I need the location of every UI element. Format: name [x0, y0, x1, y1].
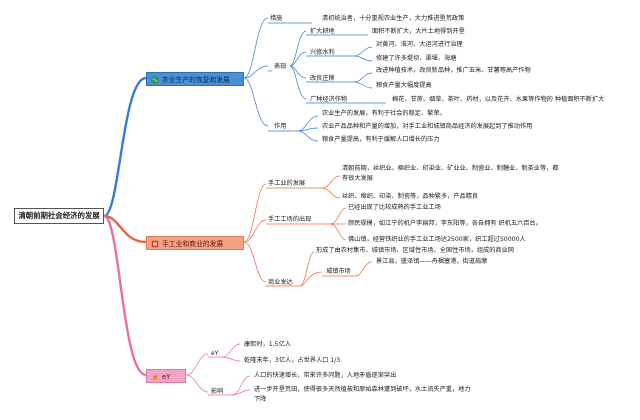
branch-handicraft-label: 手工业和商业的发展: [162, 240, 224, 248]
node-pop-text-2: 乾隆末年，3亿人，占世界人口 1/3: [244, 357, 341, 364]
node-reclaim[interactable]: 扩大耕地: [310, 28, 335, 35]
node-improve-text-2: 粮食产量大幅度提高: [376, 82, 432, 89]
node-performance[interactable]: 表现: [274, 63, 287, 70]
node-effect[interactable]: 作用: [274, 123, 287, 130]
node-effect-text-2: 农业产品品种和产量的增加，对手工业和城镇商品经济的发展起到了推动作用: [322, 123, 533, 130]
node-improve-text-1: 改进种植技术，改良新品种，推广玉米、甘薯等高产作物: [376, 67, 531, 74]
node-commerce-text-1: 形成了由农村集市、城镇市场、区域性市场、全国性市场，组成的商业网: [316, 247, 514, 254]
link-root-agri: [103, 76, 147, 218]
node-workshop[interactable]: 手工工场的出现: [268, 216, 312, 223]
node-pop-label[interactable]: eY: [211, 350, 219, 357]
node-town-market[interactable]: 城镇市场: [326, 268, 351, 275]
node-measures[interactable]: 措施: [270, 15, 283, 22]
node-impact-text-2: 进一步开垦荒田，使得很多天然植被和原始森林遭到破坏，水土流失严重，地力: [254, 386, 471, 393]
branch-population-label: eY: [162, 373, 171, 381]
node-impact-text-2b: 下降: [254, 396, 267, 403]
node-cash-crops[interactable]: 广种经济作物: [310, 96, 348, 103]
node-water-text-1: 对黄河、淮河、大运河进行治理: [376, 41, 463, 48]
node-handicraft-text-2: 丝织、棉织、印染、制瓷等，品种繁多，产品精良: [342, 193, 479, 200]
node-impact-text-1: 人口的快速增长，带来许多问题，人地矛盾逐渐突出: [254, 372, 397, 379]
branch-handicraft[interactable]: 手工业和商业的发展: [146, 236, 244, 250]
node-handicraft-text-1b: 有很大发展: [342, 175, 373, 182]
node-water[interactable]: 兴修水利: [310, 49, 335, 56]
branch-population[interactable]: eY: [146, 369, 186, 383]
flag-icon: [151, 240, 159, 248]
node-workshop-text-1: 已经出现了比较成熟的手工业工场: [348, 204, 441, 211]
fire-icon: [152, 373, 158, 380]
node-impact[interactable]: 影响: [211, 388, 224, 395]
node-reclaim-text: 面积不断扩大，大片土地得到开垦: [372, 28, 465, 35]
node-handicraft-text-1: 清朝前期，丝织业、棉织业、印染业、矿业业、制瓷业、制糖业、制茶业等，都: [342, 165, 559, 172]
branch-agriculture-label: 农业生产的恢复和发展: [162, 76, 230, 84]
node-workshop-text-2: 颜民规模，如江宁的机户李扁邦，李东阳等，各自拥有 织机五六百台。: [348, 220, 542, 227]
node-measures-text: 清初统治者，十分重视农业生产，大力推进垦荒政策: [322, 15, 465, 22]
globe-icon: [151, 76, 159, 84]
node-effect-text-3: 粮食产量提高，有利于缓解人口增长的压力: [322, 136, 440, 143]
root-node[interactable]: 清朝前期社会经济的发展: [14, 208, 104, 224]
link-root-craft: [103, 214, 147, 244]
node-workshop-text-3: 佛山镇，经营铁织业的手工业工场达2500家，织工超过50000人: [348, 236, 526, 243]
node-effect-text-1: 农业生产的发展，有利于社会的稳定、繁荣。: [322, 110, 446, 117]
node-water-text-2: 修建了许多堤坝、渠堰、海塘: [376, 55, 457, 62]
node-cash-crops-text: 棉花、甘蔗、烟草、茶叶、药材，以及花卉、水果等作物的 种植面积不断扩大: [392, 96, 605, 103]
node-pop-text-1: 康熙时，1.5亿人: [244, 341, 291, 348]
node-town-market-text: 景江县，盛泽镇——舟楫塞港，街道肩摩: [376, 258, 488, 265]
node-commerce[interactable]: 商业发达: [268, 279, 293, 286]
link-root-pop: [103, 214, 147, 377]
node-handicraft[interactable]: 手工业的发展: [268, 180, 306, 187]
branch-agriculture[interactable]: 农业生产的恢复和发展: [146, 72, 244, 86]
node-improve[interactable]: 改良庄稼: [310, 75, 335, 82]
